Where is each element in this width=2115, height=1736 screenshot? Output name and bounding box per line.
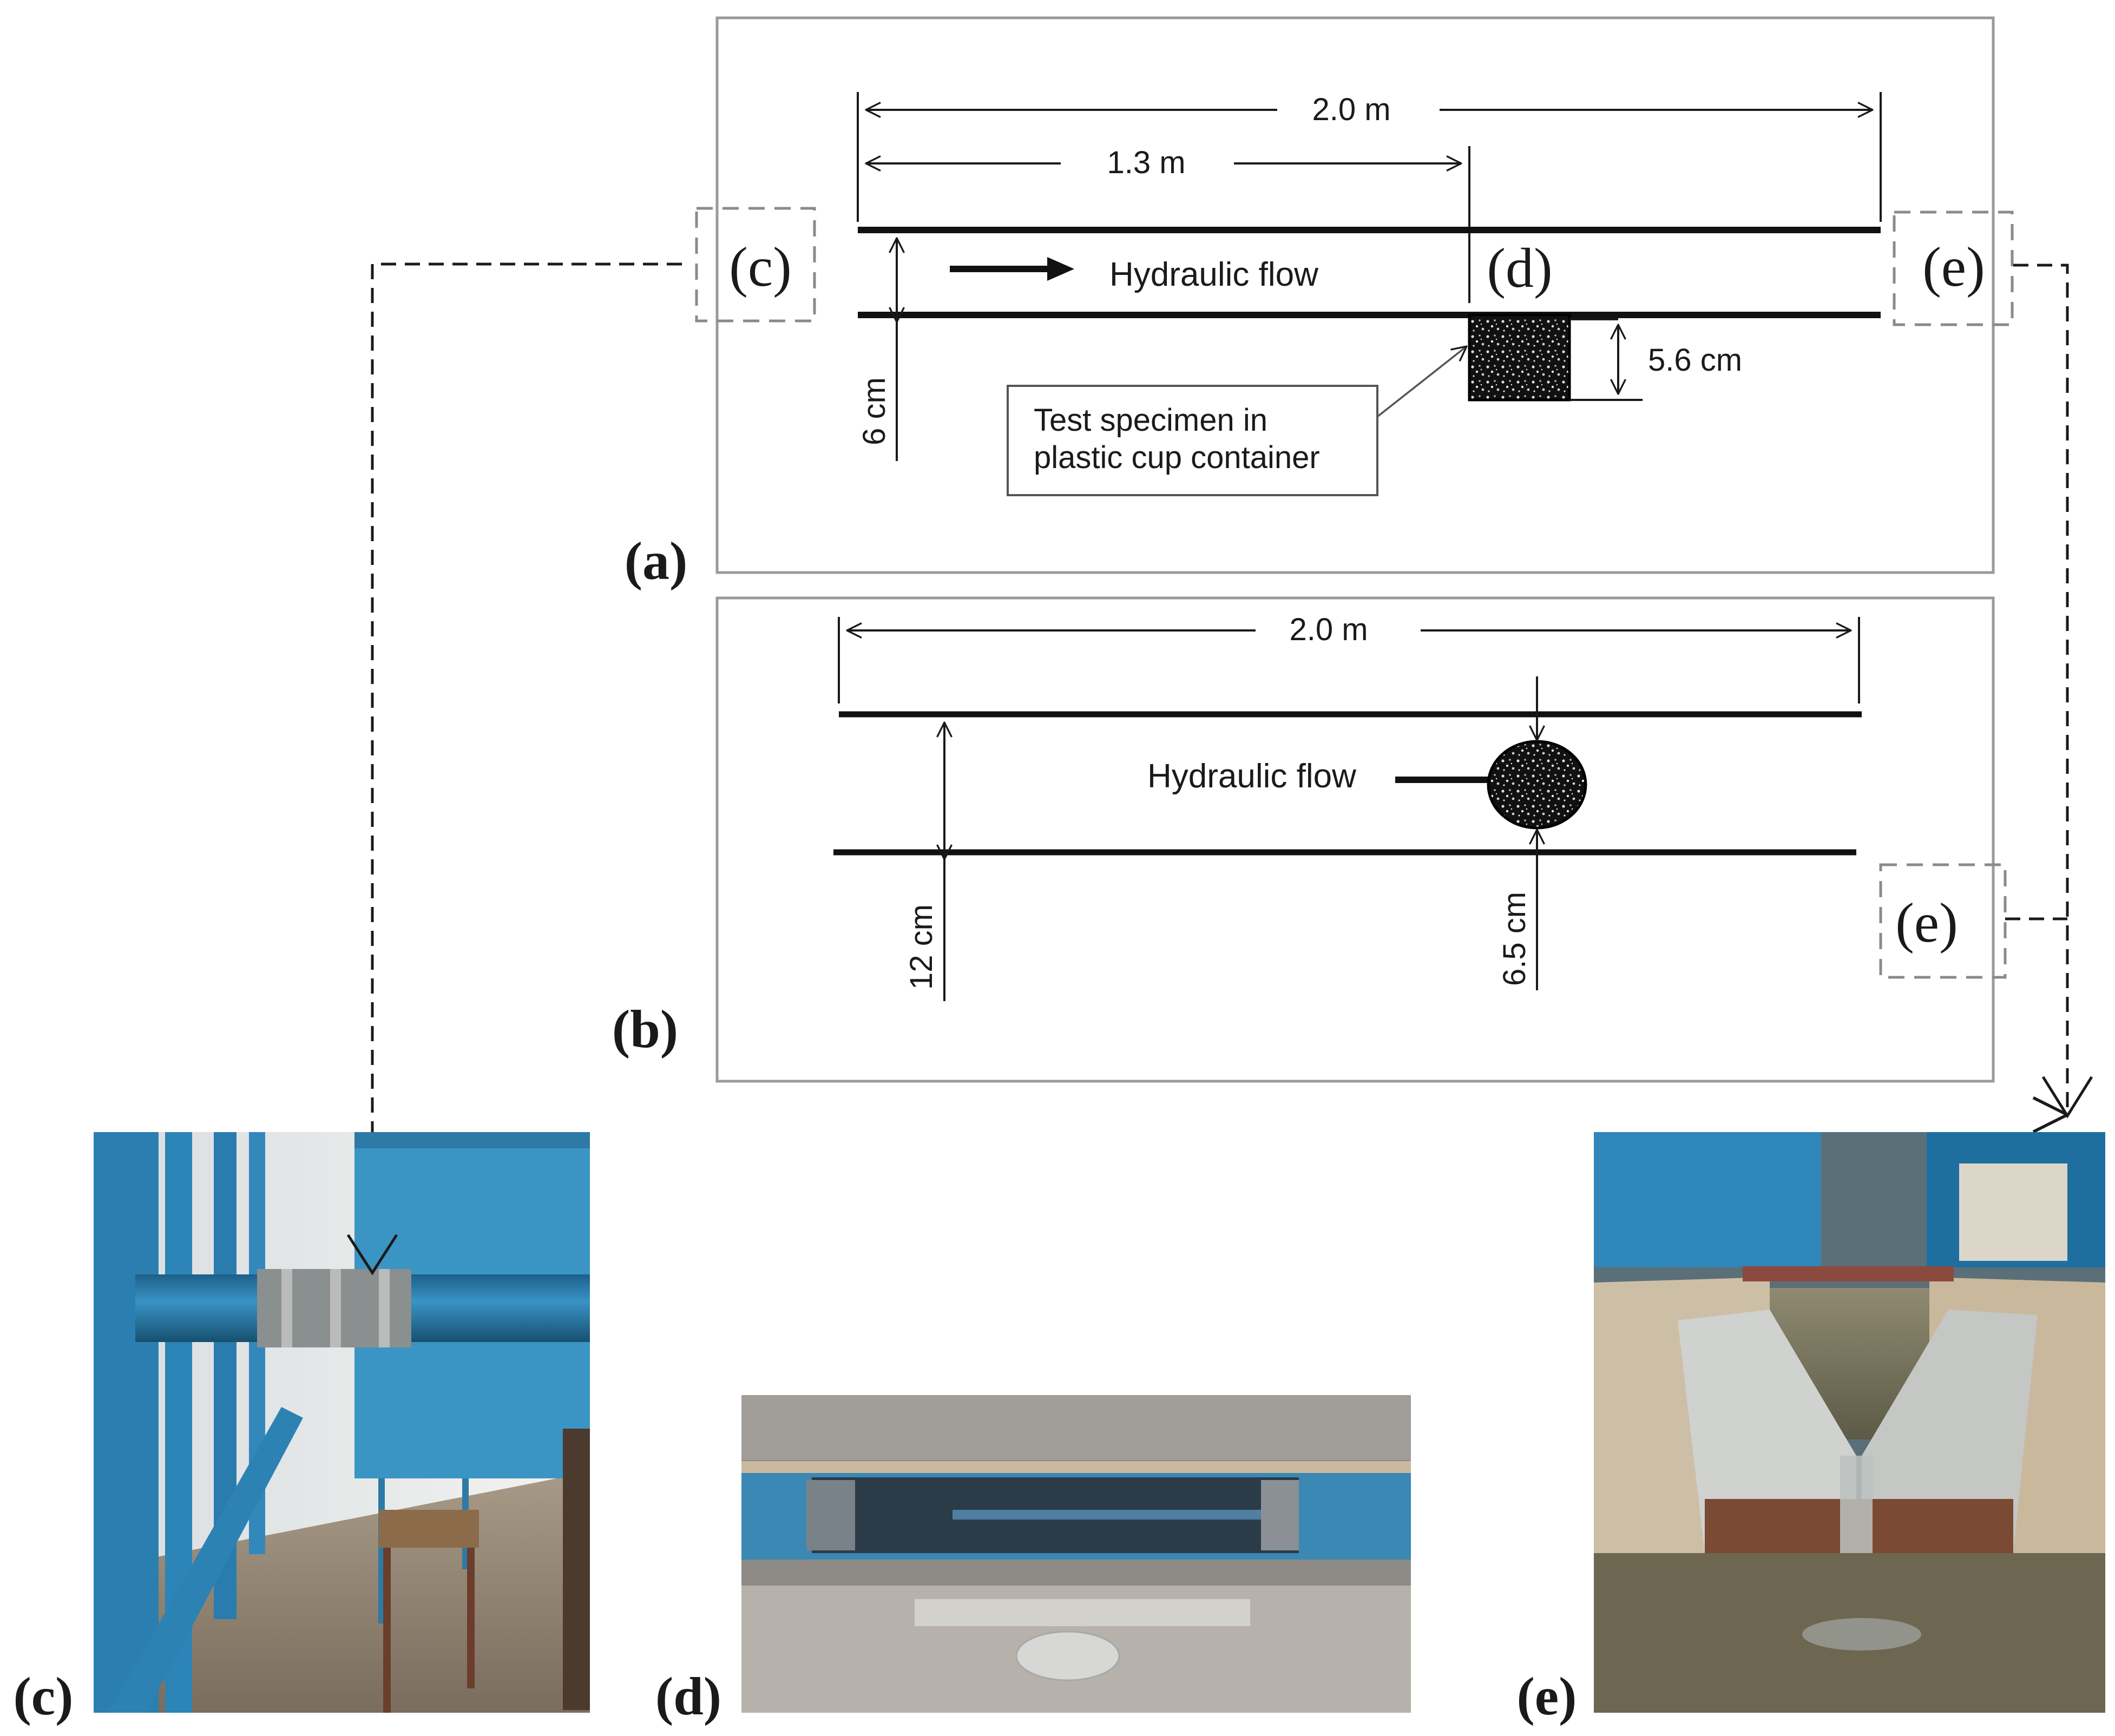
panel-a-dim-position-label: 1.3 m — [1107, 145, 1185, 180]
photo-e-v-notch-weir: (e) — [1517, 1132, 2105, 1726]
panel-a-marker-c: (c) — [729, 236, 791, 298]
photo-e-weir-plate-left — [1678, 1310, 1856, 1553]
panel-b-specimen — [1487, 740, 1587, 830]
panel-a-specimen-cup — [1468, 313, 1571, 402]
photo-e-weir-plate-right — [1862, 1310, 2038, 1553]
photo-d-cup — [1015, 1630, 1120, 1681]
panel-a-callout-line1: Test specimen in — [1034, 403, 1267, 438]
photo-c-label: (c) — [14, 1666, 74, 1726]
panel-a-label: (a) — [625, 531, 688, 591]
panel-b-frame — [715, 596, 1995, 1083]
photo-d-label: (d) — [655, 1666, 721, 1726]
panel-b-section-view: 2.0 m 12 cm Hydraulic flow 6.5 cm (e) (b… — [612, 596, 2007, 1083]
connector-c — [372, 262, 682, 1274]
connector-e-arrowhead — [2041, 1076, 2093, 1119]
photo-d-test-section: (d) — [655, 1395, 1411, 1726]
photo-c-pipe-inlet: (c) — [14, 1132, 590, 1726]
panel-a-plan-view: 2.0 m 1.3 m Hydraulic flow 6 cm 5.6 cm T… — [625, 16, 2014, 591]
panel-a-marker-e: (e) — [1922, 236, 1985, 298]
panel-a-marker-c-box — [695, 207, 816, 323]
connector-c-arrowhead — [346, 1234, 398, 1275]
panel-a-callout-leader — [1376, 346, 1467, 418]
panel-a-dim-total-label: 2.0 m — [1312, 92, 1390, 127]
panel-a-flow-label: Hydraulic flow — [1109, 256, 1318, 293]
panel-a-marker-d: (d) — [1487, 237, 1552, 299]
panel-a-cup-depth-label: 5.6 cm — [1648, 343, 1742, 378]
photo-e-label: (e) — [1517, 1666, 1577, 1726]
connector-e-top — [2013, 264, 2069, 1115]
panel-b-marker-e-box — [1879, 863, 2007, 979]
panel-a-width-label: 6 cm — [857, 377, 892, 445]
panel-b-dim-total-label: 2.0 m — [1289, 612, 1368, 647]
panel-a-callout-box — [1007, 385, 1378, 496]
panel-b-specimen-label: 6.5 cm — [1497, 892, 1532, 986]
panel-b-label: (b) — [612, 999, 678, 1059]
panel-b-flow-label: Hydraulic flow — [1147, 758, 1356, 795]
panel-a-callout-line2: plastic cup container — [1034, 440, 1320, 475]
panel-b-width-label: 12 cm — [904, 904, 939, 990]
panel-a-frame — [715, 16, 1995, 574]
panel-b-marker-e: (e) — [1895, 892, 1958, 954]
panel-a-marker-e-box — [1893, 211, 2014, 326]
connector-lines — [372, 262, 2069, 1274]
